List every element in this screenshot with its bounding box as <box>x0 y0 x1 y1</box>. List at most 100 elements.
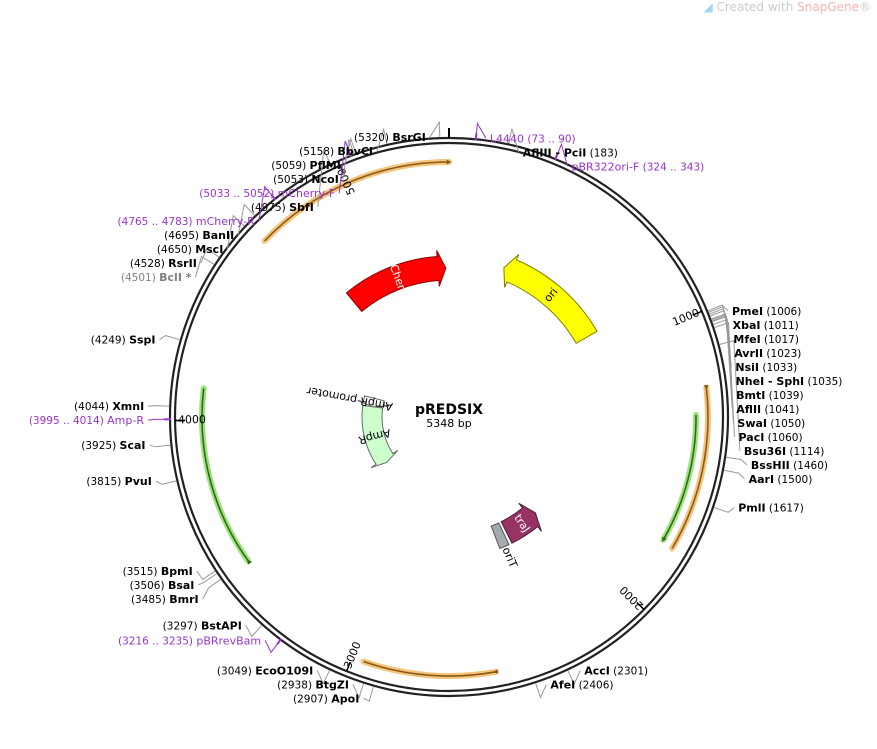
site-label-bpmi[interactable]: (3515) BpmI <box>123 565 193 578</box>
feature-mcherry-arrow[interactable] <box>345 250 447 313</box>
site-position: (3815) <box>86 476 124 488</box>
site-label-bcli[interactable]: (4501) BclI * <box>121 271 192 284</box>
site-name: AflII <box>736 403 761 416</box>
site-label-nhei-sphi[interactable]: NheI - SphI (1035) <box>736 375 843 388</box>
site-label-xbai[interactable]: XbaI (1011) <box>733 319 799 332</box>
feature-traj-arrow[interactable] <box>500 502 542 544</box>
site-name: EcoO109I <box>255 664 313 677</box>
site-label-sspi[interactable]: (4249) SspI <box>91 334 156 347</box>
feature-ampr-arrow[interactable] <box>361 404 399 469</box>
site-label-ecoo109i[interactable]: (3049) EcoO109I <box>217 664 313 677</box>
site-position: (1011) <box>760 320 798 332</box>
backbone-inner-ring <box>173 141 725 693</box>
site-label-bsrgi[interactable]: (5320) BsrGI <box>354 131 426 144</box>
orf-bottom-orange <box>363 660 499 677</box>
leader-pmli <box>713 507 735 513</box>
site-position: (2301) <box>610 666 648 678</box>
site-name: BclI * <box>159 271 192 284</box>
site-name: SbfI <box>289 201 314 214</box>
site-name: PvuI <box>125 475 152 488</box>
leader-rsrii <box>200 247 220 264</box>
site-label-bsshii[interactable]: BssHII (1460) <box>751 459 828 472</box>
site-label-mfei[interactable]: MfeI (1017) <box>733 333 799 346</box>
site-label-amp-r[interactable]: (3995 .. 4014) Amp-R <box>29 414 145 427</box>
site-label-bmti[interactable]: BmtI (1039) <box>736 389 803 402</box>
site-label-swai[interactable]: SwaI (1050) <box>737 417 805 430</box>
site-name: NcoI <box>311 173 338 186</box>
leader-pvui <box>155 480 177 485</box>
site-position: (1050) <box>767 418 805 430</box>
site-label-bmri[interactable]: (3485) BmrI <box>131 593 199 606</box>
site-label-aflii[interactable]: AflII (1041) <box>736 403 799 416</box>
site-label-afei[interactable]: AfeI (2406) <box>550 679 613 692</box>
leader-bmri <box>202 578 222 600</box>
feature-ampr-promoter-label: AmpR promoter <box>305 384 394 413</box>
site-position: (3049) <box>217 665 255 677</box>
site-label-pflmi[interactable]: (5059) PflMI <box>271 159 341 172</box>
feature-ampr-promoter-arrow[interactable] <box>357 395 390 408</box>
site-label-avrii[interactable]: AvrII (1023) <box>734 347 801 360</box>
leader-pmei <box>707 304 729 312</box>
site-position: (1017) <box>761 334 799 346</box>
site-label-ncoi[interactable]: (5053) NcoI <box>273 173 339 186</box>
site-position: (4249) <box>91 335 129 347</box>
site-name: NheI - SphI <box>736 375 805 388</box>
site-label-nsii[interactable]: NsiI (1033) <box>735 361 797 374</box>
site-name: BsrGI <box>392 131 425 144</box>
site-label-pbr322ori-f[interactable]: pBR322ori-F (324 .. 343) <box>572 160 705 173</box>
site-name: PmeI <box>732 305 763 318</box>
site-position: (4501) <box>121 272 159 284</box>
site-label-bstapi[interactable]: (3297) BstAPI <box>163 619 242 632</box>
site-label-scai[interactable]: (3925) ScaI <box>81 439 145 452</box>
site-position: (1035) <box>804 376 842 388</box>
leader-bcli <box>195 255 215 278</box>
leader-swai <box>713 318 734 423</box>
site-name: AflIII - PciI <box>523 146 587 159</box>
site-label-aari[interactable]: AarI (1500) <box>749 473 813 486</box>
site-label-pvui[interactable]: (3815) PvuI <box>86 475 151 488</box>
site-name: BssHII <box>751 459 790 472</box>
leader-l4440 <box>475 121 487 139</box>
site-name: MfeI <box>733 333 760 346</box>
site-label-bsu36i[interactable]: Bsu36I (1114) <box>744 445 824 458</box>
site-position: (4695) <box>164 230 202 242</box>
site-name: BmtI <box>736 389 765 402</box>
site-label-acci[interactable]: AccI (2301) <box>584 665 648 678</box>
orf-mcherry-frame <box>264 159 452 242</box>
leader-xmni <box>148 405 170 407</box>
leader-bsrgi <box>429 120 441 138</box>
leader-msci <box>226 214 245 250</box>
site-position: (1039) <box>765 390 803 402</box>
site-label-apoi[interactable]: (2907) ApoI <box>293 692 359 705</box>
site-label-banii[interactable]: (4695) BanII <box>164 229 234 242</box>
site-label-pbrrevbam[interactable]: (3216 .. 3235) pBRrevBam <box>118 634 261 647</box>
site-name: RsrII <box>168 257 197 270</box>
site-label-xmni[interactable]: (4044) XmnI <box>74 400 144 413</box>
site-label-mcherry-f[interactable]: (5033 .. 5052) mCherry-F <box>199 187 335 200</box>
site-label-pmli[interactable]: PmlI (1617) <box>738 502 804 515</box>
site-label-afliii-pcii[interactable]: AflIII - PciI (183) <box>523 146 618 159</box>
site-position: (3506) <box>130 580 168 592</box>
feature-orit-arrow[interactable] <box>490 522 510 550</box>
tick-mark-3000 <box>345 661 352 672</box>
feature-ori-arrow[interactable] <box>503 253 598 344</box>
orf-left-green <box>201 388 252 565</box>
site-name: pBR322ori-F <box>572 160 640 173</box>
leader-bsai <box>198 573 218 586</box>
site-label-bsai[interactable]: (3506) BsaI <box>130 579 195 592</box>
site-label-pmei[interactable]: PmeI (1006) <box>732 305 801 318</box>
site-label-bbvci[interactable]: (5158) BbvCI <box>299 145 373 158</box>
site-label-rsrii[interactable]: (4528) RsrII <box>130 257 197 270</box>
site-label-l4440[interactable]: L4440 (73 .. 90) <box>490 132 576 145</box>
site-label-sbfi[interactable]: (4975) SbfI <box>251 201 314 214</box>
leader-bstapi <box>245 624 263 638</box>
site-label-paci[interactable]: PacI (1060) <box>739 431 803 444</box>
site-label-mcherry-r[interactable]: (4765 .. 4783) mCherry-R <box>118 215 256 228</box>
site-position: (73 .. 90) <box>524 133 576 145</box>
site-position: (1041) <box>761 404 799 416</box>
site-position: (5320) <box>354 132 392 144</box>
site-position: (1460) <box>790 460 828 472</box>
site-label-btgzi[interactable]: (2938) BtgZI <box>277 678 349 691</box>
site-label-msci[interactable]: (4650) MscI <box>157 243 223 256</box>
